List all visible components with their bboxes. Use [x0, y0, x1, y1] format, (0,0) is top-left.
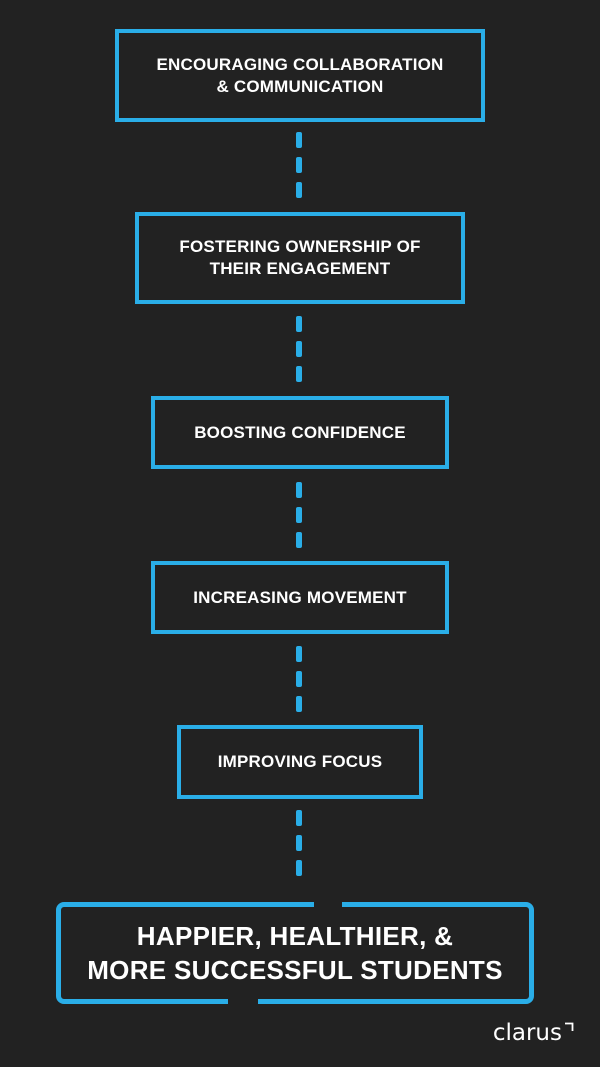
- connector-dash: [296, 696, 302, 712]
- step-box-collaboration: ENCOURAGING COLLABORATION & COMMUNICATIO…: [115, 29, 485, 122]
- logo-corner-icon: [565, 1022, 574, 1031]
- outcome-line1: HAPPIER, HEALTHIER, &: [136, 921, 454, 951]
- connector-dash: [296, 132, 302, 148]
- clarus-logo: clarus: [493, 1020, 574, 1046]
- step-label-line1: ENCOURAGING COLLABORATION: [156, 54, 444, 74]
- outcome-text: HAPPIER, HEALTHIER, & MORE SUCCESSFUL ST…: [56, 902, 534, 1004]
- connector-dash: [296, 482, 302, 498]
- connector-dash: [296, 810, 302, 826]
- connector-dash: [296, 366, 302, 382]
- connector-dash: [296, 341, 302, 357]
- step-label: INCREASING MOVEMENT: [193, 587, 407, 607]
- logo-wordmark: clarus: [492, 1020, 562, 1046]
- outcome-line2: MORE SUCCESSFUL STUDENTS: [87, 955, 503, 985]
- step-box-movement: INCREASING MOVEMENT: [151, 561, 449, 634]
- step-label-line2: THEIR ENGAGEMENT: [209, 259, 391, 278]
- outcome-border-gap: [228, 996, 258, 1010]
- connector-dash: [296, 157, 302, 173]
- step-label: IMPROVING FOCUS: [217, 752, 383, 771]
- connector-dash: [296, 532, 302, 548]
- connector-dash: [296, 182, 302, 198]
- step-box-confidence: BOOSTING CONFIDENCE: [151, 396, 449, 469]
- outcome-box: [56, 902, 534, 1004]
- connector-dash: [296, 860, 302, 876]
- connector-dash: [296, 507, 302, 523]
- connector-dash: [296, 671, 302, 687]
- step-label-line2: & COMMUNICATION: [216, 76, 384, 96]
- outcome-border-gap: [314, 896, 342, 910]
- step-label-line1: FOSTERING OWNERSHIP OF: [179, 237, 421, 256]
- step-box-ownership: FOSTERING OWNERSHIP OF THEIR ENGAGEMENT: [135, 212, 465, 304]
- connector-dash: [296, 316, 302, 332]
- connector-dash: [296, 646, 302, 662]
- step-label: BOOSTING CONFIDENCE: [194, 422, 406, 442]
- step-box-focus: IMPROVING FOCUS: [177, 725, 423, 799]
- connector-dash: [296, 835, 302, 851]
